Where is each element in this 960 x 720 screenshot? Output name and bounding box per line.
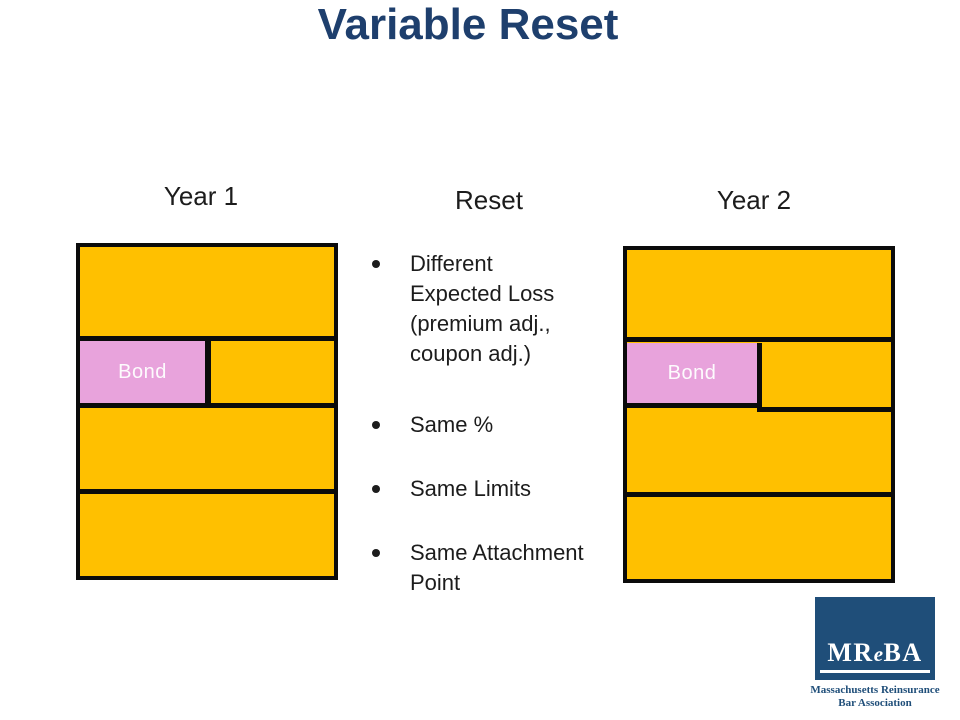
bullet-line: coupon adj.) <box>410 341 532 366</box>
year1-bond-divider-vertical <box>205 341 211 403</box>
bullet-line: (premium adj., <box>410 311 551 336</box>
year1-tower-diagram: Bond <box>76 243 338 580</box>
slide-title: Variable Reset <box>317 0 619 49</box>
bullet-line: Expected Loss <box>410 281 555 306</box>
year2-tower-diagram: Bond <box>623 246 895 583</box>
year1-layer-divider-1 <box>80 336 334 341</box>
mreba-acronym-post: BA <box>883 638 923 667</box>
year2-layer-divider-1 <box>627 337 891 342</box>
bullet-line: Point <box>410 570 461 595</box>
mreba-acronym: MReBA <box>815 638 935 668</box>
bullet-dot-icon <box>372 421 380 429</box>
bullet-dot-icon <box>372 485 380 493</box>
bullet-dot-icon <box>372 549 380 557</box>
year2-bond-label: Bond <box>667 361 717 384</box>
reset-heading: Reset <box>455 185 523 215</box>
mreba-caption-line2: Bar Association <box>838 697 912 709</box>
year1-layer-divider-3 <box>80 489 334 494</box>
mreba-logo: MReBA <box>815 597 935 680</box>
bullet-item-same-percent: Same % <box>372 410 622 440</box>
bullet-item-same-attachment-point: Same Attachment Point <box>372 538 622 598</box>
year1-bond-box: Bond <box>80 341 205 403</box>
year1-heading: Year 1 <box>163 181 239 211</box>
year1-bond-label: Bond <box>118 360 167 383</box>
mreba-caption: Massachusetts Reinsurance Bar Associatio… <box>770 684 960 710</box>
year1-layer-divider-2 <box>80 403 334 408</box>
reset-bullet-list: Different Expected Loss (premium adj., c… <box>372 249 622 632</box>
year2-bond-box: Bond <box>627 343 757 403</box>
year2-layer-divider-2-left <box>627 403 762 408</box>
year2-layer-divider-2-right <box>757 407 891 412</box>
mreba-acronym-pre: MR <box>827 638 874 667</box>
bullet-line: Same % <box>410 412 494 437</box>
year2-bond-divider-vertical <box>757 343 762 412</box>
bullet-dot-icon <box>372 260 380 268</box>
bullet-line: Same Limits <box>410 476 532 501</box>
mreba-acronym-e: e <box>873 642 884 666</box>
year2-layer-divider-3 <box>627 492 891 497</box>
mreba-caption-line1: Massachusetts Reinsurance <box>810 684 940 696</box>
bullet-item-same-limits: Same Limits <box>372 474 622 504</box>
mreba-logo-rule <box>820 670 930 673</box>
year2-heading: Year 2 <box>716 185 792 215</box>
bullet-item-different-expected-loss: Different Expected Loss (premium adj., c… <box>372 249 622 369</box>
bullet-line: Same Attachment <box>410 540 584 565</box>
bullet-line: Different <box>410 251 493 276</box>
